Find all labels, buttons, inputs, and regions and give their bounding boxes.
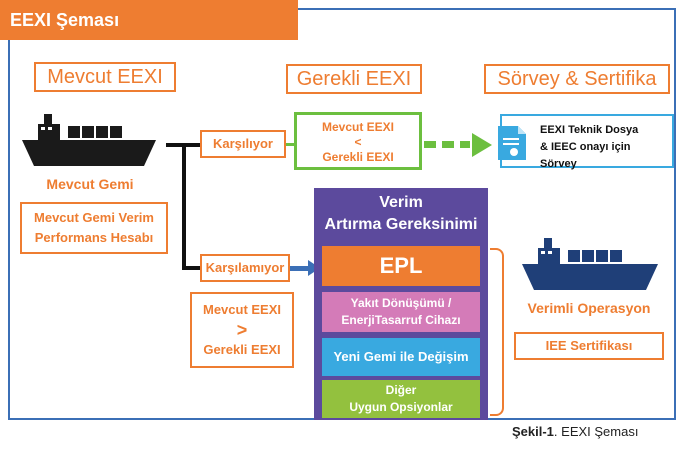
- option-label: EnerjiTasarruf Cihazı: [341, 313, 461, 327]
- caption-prefix: Şekil-1: [512, 424, 554, 439]
- connector-line: [182, 143, 186, 269]
- survey-line-1: EEXI Teknik Dosya: [540, 124, 639, 136]
- connector-line: [286, 143, 296, 146]
- panel-title-line-1: Verim: [379, 194, 423, 211]
- option-label: Diğer: [385, 383, 417, 397]
- efficient-operation-label: Verimli Operasyon: [527, 300, 651, 316]
- connector-line: [182, 266, 200, 270]
- option-new-ship: Yeni Gemi ile Değişim: [322, 338, 480, 376]
- iee-certificate-box: IEE Sertifikası: [514, 332, 664, 360]
- dashed-arrow-icon: [422, 130, 496, 165]
- diagram-title: EEXI Şeması: [0, 0, 298, 40]
- not-meets-condition-box: Mevcut EEXI > Gerekli EEXI: [190, 292, 294, 368]
- figure-caption: Şekil-1. EEXI Şeması: [512, 424, 680, 439]
- current-ship-label: Mevcut Gemi: [46, 176, 134, 192]
- document-icon: [494, 124, 530, 167]
- header-current-eexi: Mevcut EEXI: [34, 62, 176, 92]
- meets-label: Karşılıyor: [200, 130, 286, 158]
- caption-text: . EEXI Şeması: [553, 424, 639, 439]
- option-label: Yakıt Dönüşümü /: [350, 296, 452, 310]
- meets-line-1: Mevcut EEXI: [321, 120, 395, 134]
- not-meets-line-1: Mevcut EEXI: [202, 302, 282, 317]
- meets-line-2: Gerekli EEXI: [322, 150, 394, 164]
- option-label: Uygun Opsiyonlar: [349, 400, 453, 414]
- ship-icon: [520, 236, 660, 292]
- not-meets-label: Karşılamıyor: [200, 254, 290, 282]
- option-label: EPL: [379, 253, 423, 278]
- header-survey-certificate: Sörvey & Sertifika: [484, 64, 670, 94]
- not-meets-symbol: >: [236, 320, 248, 340]
- panel-title-line-2: Artırma Gereksinimi: [324, 216, 478, 233]
- option-label: Yeni Gemi ile Değişim: [333, 349, 469, 364]
- option-epl: EPL: [322, 246, 480, 286]
- efficiency-panel-title: Verim Artırma Gereksinimi: [314, 192, 488, 238]
- survey-line-2: & IEEC onayı için Sörvey: [540, 141, 631, 170]
- current-performance-calc-box: Mevcut Gemi Verim Performans Hesabı: [20, 202, 168, 254]
- ship-icon: [20, 112, 158, 168]
- calc-line-2: Performans Hesabı: [34, 230, 154, 245]
- meets-symbol: <: [354, 135, 362, 149]
- option-fuel-conversion: Yakıt Dönüşümü / EnerjiTasarruf Cihazı: [322, 292, 480, 332]
- meets-condition-box: Mevcut EEXI < Gerekli EEXI: [294, 112, 422, 170]
- not-meets-line-2: Gerekli EEXI: [203, 342, 281, 357]
- option-other: Diğer Uygun Opsiyonlar: [322, 380, 480, 418]
- survey-box: EEXI Teknik Dosya & IEEC onayı için Sörv…: [500, 114, 674, 170]
- options-bracket: [490, 248, 504, 416]
- header-required-eexi: Gerekli EEXI: [286, 64, 422, 94]
- calc-line-1: Mevcut Gemi Verim: [34, 210, 154, 225]
